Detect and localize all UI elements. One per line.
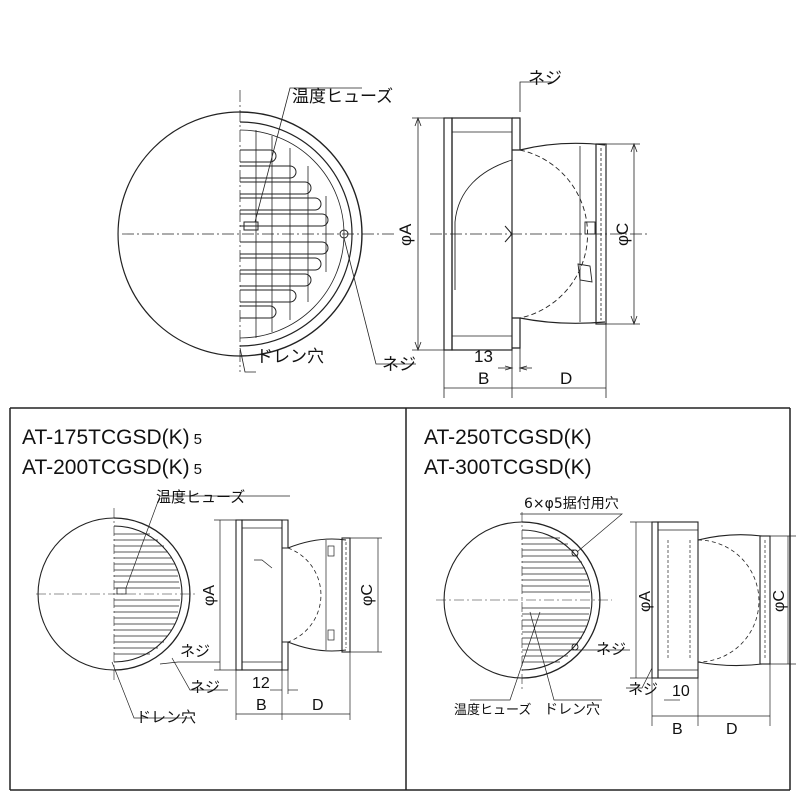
br-phi-c-label: φC bbox=[771, 590, 788, 612]
top-side-view bbox=[430, 117, 650, 351]
top-dimension-lines bbox=[239, 81, 640, 398]
bl-labels: 温度ヒューズ ネジ ネジ ドレン穴 φA φC 12 B D bbox=[136, 488, 376, 726]
bl-dim-d: D bbox=[312, 697, 324, 714]
br-model-2: AT-300TCGSD(K) bbox=[424, 456, 592, 479]
bl-dim-12: 12 bbox=[252, 675, 270, 692]
br-screw-label: ネジ bbox=[596, 640, 626, 658]
bl-phi-c-label: φC bbox=[359, 584, 376, 606]
br-dim-b: B bbox=[672, 721, 683, 738]
bl-dimension-lines bbox=[111, 495, 382, 720]
bl-phi-a-label: φA bbox=[201, 585, 218, 606]
top-front-view bbox=[117, 90, 395, 372]
br-drain-label: ドレン穴 bbox=[544, 702, 600, 718]
br-holes-label: 6×φ5据付用穴 bbox=[524, 496, 619, 512]
top-dim-13: 13 bbox=[474, 347, 493, 366]
bl-screw-1-label: ネジ bbox=[180, 642, 210, 660]
bl-fuse-label: 温度ヒューズ bbox=[156, 488, 245, 506]
bl-model-2: AT-200TCGSD(K)5 bbox=[22, 456, 202, 479]
br-phi-a-label: φA bbox=[637, 591, 654, 612]
br-fuse-label: 温度ヒューズ bbox=[454, 702, 531, 718]
bl-model-1: AT-175TCGSD(K)5 bbox=[22, 426, 202, 449]
top-screw-label: ネジ bbox=[528, 69, 562, 89]
bl-front-view bbox=[36, 508, 196, 682]
panel-frames bbox=[9, 407, 791, 791]
top-fuse-label: 温度ヒューズ bbox=[292, 87, 393, 107]
br-dimension-lines bbox=[470, 513, 796, 726]
bl-dim-b: B bbox=[256, 697, 267, 714]
bl-side-view bbox=[235, 519, 351, 671]
top-phi-c-label: φC bbox=[613, 223, 632, 246]
br-labels: 6×φ5据付用穴 ネジ 温度ヒューズ ドレン穴 ネジ φA φC 10 B D bbox=[454, 496, 788, 738]
br-screw-side-label: ネジ bbox=[628, 680, 658, 698]
br-front-view bbox=[436, 512, 612, 690]
br-side-view bbox=[651, 521, 771, 679]
bottom-right-models: AT-250TCGSD(K) AT-300TCGSD(K) bbox=[424, 426, 592, 479]
bl-drain-label: ドレン穴 bbox=[136, 708, 196, 726]
bottom-left-models: AT-175TCGSD(K)5 AT-200TCGSD(K)5 bbox=[22, 426, 202, 479]
bl-screw-2-label: ネジ bbox=[190, 678, 220, 696]
top-labels: 温度ヒューズ ネジ ドレン穴 ネジ φA φC 13 B D bbox=[256, 69, 632, 388]
top-screw-bottom-label: ネジ bbox=[382, 355, 416, 375]
top-phi-a-label: φA bbox=[396, 223, 415, 246]
br-dim-10: 10 bbox=[672, 683, 690, 700]
br-model-1: AT-250TCGSD(K) bbox=[424, 426, 592, 449]
top-dim-b: B bbox=[478, 369, 489, 388]
top-drain-label: ドレン穴 bbox=[256, 347, 324, 367]
top-dim-d: D bbox=[560, 369, 572, 388]
br-dim-d: D bbox=[726, 721, 738, 738]
